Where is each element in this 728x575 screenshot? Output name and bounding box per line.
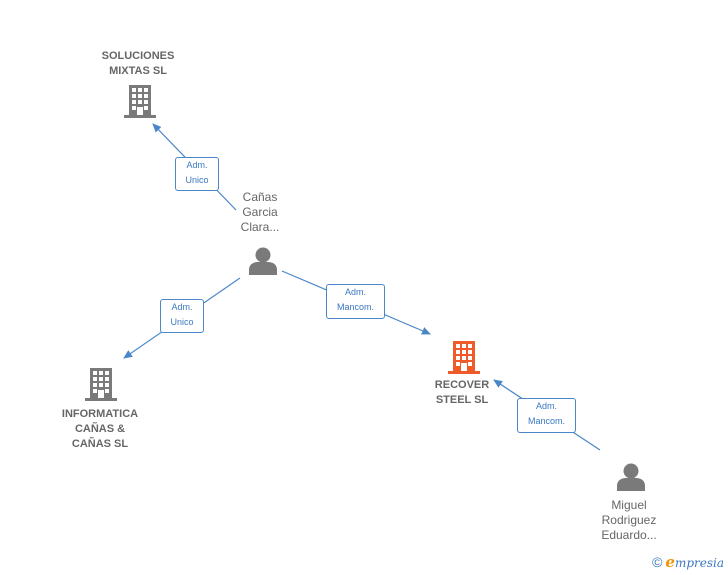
edge-label-line1: Adm. (535, 401, 557, 411)
person-icon[interactable] (616, 463, 646, 491)
edge-label-line2: Unico (170, 317, 194, 327)
edge-label-line2: Unico (185, 175, 209, 185)
node-label-miguel-rodriguez: Miguel Rodriguez Eduardo... (601, 498, 657, 542)
building-icon[interactable] (124, 84, 156, 118)
building-icon-focus[interactable] (448, 340, 480, 374)
edge-label-line2: Mancom. (336, 302, 374, 312)
edge-label-line1: Adm. (186, 160, 208, 170)
edge-label-adm-unico[interactable]: Adm. Unico (160, 299, 204, 333)
edge-label-adm-mancom[interactable]: Adm. Mancom. (326, 284, 385, 319)
edge-label-line2: Mancom. (527, 416, 565, 426)
person-icon[interactable] (248, 247, 278, 275)
edge-label-adm-unico[interactable]: Adm. Unico (175, 157, 219, 191)
edge-label-line1: Adm. (171, 302, 193, 312)
brand-name: mpresia (674, 555, 724, 570)
node-label-soluciones: SOLUCIONES MIXTAS SL (101, 50, 175, 77)
copyright-icon: © (652, 554, 663, 570)
brand-initial: e (665, 552, 675, 571)
footer-brand[interactable]: © empresia (652, 552, 724, 572)
edge-label-line1: Adm. (344, 287, 366, 297)
node-label-informatica: INFORMATICA CAÑAS & CAÑAS SL (61, 408, 139, 450)
node-label-recover-steel: RECOVER STEEL SL (434, 379, 490, 406)
building-icon[interactable] (85, 367, 117, 401)
node-label-canas-garcia: Cañas Garcia Clara... (240, 190, 280, 234)
edge-label-adm-mancom[interactable]: Adm. Mancom. (517, 398, 576, 433)
empresia-logo: empresia (665, 553, 724, 572)
